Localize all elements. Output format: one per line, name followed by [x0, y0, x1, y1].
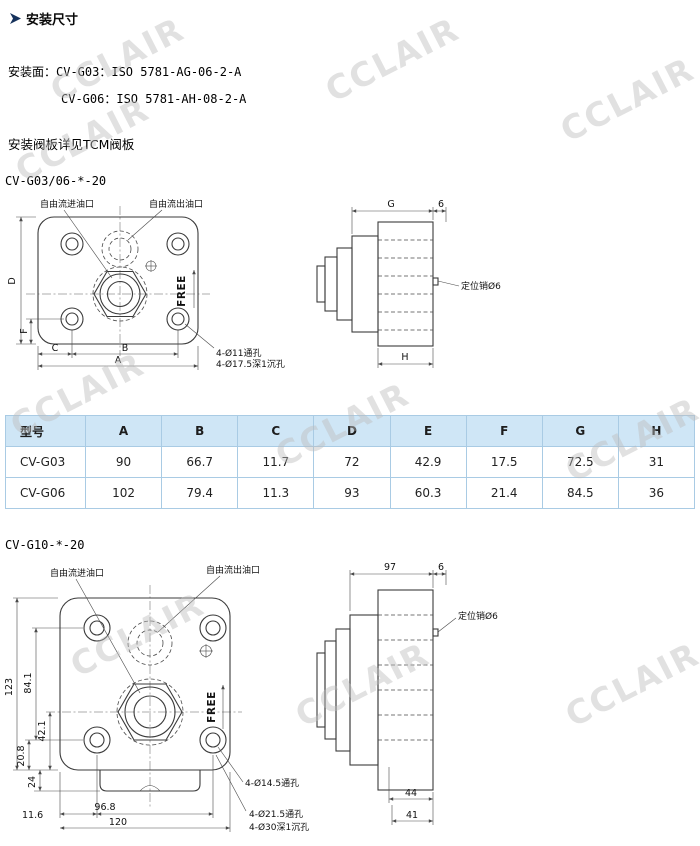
side-view: 定位销Ø6 G 6 H — [316, 199, 501, 368]
mount-surface-line-2: CV-G06：ISO 5781-AH-08-2-A — [61, 92, 247, 106]
hole-note-counterbore: 4-Ø30深1沉孔 — [249, 822, 309, 833]
center-hex-port — [92, 266, 148, 322]
front-view: FREE 123 84.1 42.1 20.8 24 — [4, 564, 309, 833]
table-cell: 72.5 — [541, 446, 619, 478]
table-row-cv-g03: CV-G03 90 66.7 11.7 72 42.9 17.5 72.5 31 — [5, 446, 696, 478]
valve-body-profile — [316, 614, 379, 766]
top-port — [101, 230, 139, 268]
col-header-e: E — [389, 415, 467, 447]
table-cell: 93 — [313, 477, 391, 509]
dim-edge-width: 11.6 — [22, 810, 43, 821]
table-cell: 66.7 — [161, 446, 239, 478]
mount-surface-line-1: 安装面：CV-G03：ISO 5781-AG-06-2-A — [8, 65, 242, 79]
locating-pin — [432, 277, 439, 286]
drawing-cv-g10: FREE 123 84.1 42.1 20.8 24 — [4, 562, 498, 833]
dim-bolt-height: 84.1 — [23, 672, 34, 693]
table-cell: 17.5 — [465, 446, 543, 478]
col-header-model: 型号 — [5, 415, 86, 447]
free-flow-label: FREE — [176, 275, 188, 307]
cell-model: CV-G03 — [5, 446, 86, 478]
dim-bottom-41: 41 — [406, 810, 418, 821]
valve-body-profile — [316, 235, 379, 333]
hole-note-small: 4-Ø14.5通孔 — [245, 778, 299, 789]
dim-plate-width: 97 — [384, 562, 396, 573]
free-flow-label: FREE — [206, 691, 218, 723]
table-header-row: 型号 A B C D E F G H — [5, 415, 696, 447]
dim-label-h: H — [401, 352, 408, 363]
locating-pin-label: 定位销Ø6 — [461, 280, 501, 292]
bolt-holes — [83, 614, 227, 754]
hole-note-counterbore: 4-Ø17.5深1沉孔 — [216, 359, 285, 370]
table-cell: 90 — [84, 446, 163, 478]
table-cell: 21.4 — [465, 477, 543, 509]
table-cell: 42.9 — [389, 446, 467, 478]
locating-pin-label: 定位销Ø6 — [458, 610, 498, 622]
dim-total-width: 120 — [109, 817, 127, 828]
table-cell: 31 — [617, 446, 696, 478]
table-cell: 11.7 — [237, 446, 315, 478]
dim-label-c: C — [52, 343, 59, 354]
col-header-d: D — [313, 415, 391, 447]
table-cell: 84.5 — [541, 477, 619, 509]
col-header-b: B — [161, 415, 239, 447]
dimensions-table: 型号 A B C D E F G H CV-G03 90 66.7 11.7 7… — [5, 415, 696, 509]
outlet-port-label: 自由流出油口 — [149, 198, 203, 210]
table-cell: 72 — [313, 446, 391, 478]
inlet-port-label: 自由流进油口 — [40, 198, 94, 210]
page-title-text: 安装尺寸 — [26, 13, 79, 28]
drawing-cv-g03-06: FREE D F C B A 4-Ø11通孔 4-Ø17.5深1沉孔 — [7, 198, 501, 370]
center-hex-port — [116, 678, 184, 746]
cell-model: CV-G06 — [5, 477, 86, 509]
orientation-mark — [199, 644, 213, 658]
col-header-a: A — [84, 415, 163, 447]
col-header-g: G — [541, 415, 619, 447]
front-view: FREE D F C B A 4-Ø11通孔 4-Ø17.5深1沉孔 — [7, 198, 285, 370]
col-header-h: H — [617, 415, 696, 447]
dim-label-6: 6 — [438, 199, 444, 210]
page-title: 安装尺寸 — [10, 9, 78, 28]
subplate-note: 安装阀板详见TCM阀板 — [8, 137, 135, 152]
dim-center-height: 42.1 — [37, 720, 48, 741]
inlet-port-label: 自由流进油口 — [50, 567, 104, 579]
bolt-holes — [60, 232, 190, 331]
bottom-tab — [99, 770, 201, 792]
dim-label-b: B — [122, 343, 129, 354]
dim-label-d: D — [7, 277, 18, 284]
outlet-port-label: 自由流出油口 — [206, 564, 260, 576]
locating-pin — [432, 628, 439, 637]
table-cell: 60.3 — [389, 477, 467, 509]
col-header-c: C — [237, 415, 315, 447]
dim-label-a: A — [115, 355, 122, 366]
model-label-cv-g10: CV-G10-*-20 — [5, 538, 85, 552]
watermark: CCLAIR — [554, 49, 700, 150]
dim-bolt-width: 96.8 — [94, 802, 115, 813]
hole-note-through: 4-Ø21.5通孔 — [249, 809, 303, 820]
dim-label-f: F — [19, 328, 30, 333]
dim-total-height: 123 — [4, 678, 15, 696]
dim-bottom-44: 44 — [405, 788, 417, 799]
dim-tab-height: 24 — [27, 776, 38, 788]
side-view: 定位销Ø6 97 6 44 41 — [316, 562, 498, 825]
hole-note-through: 4-Ø11通孔 — [216, 348, 262, 359]
table-cell: 36 — [617, 477, 696, 509]
table-cell: 79.4 — [161, 477, 239, 509]
watermark: CCLAIR — [319, 9, 466, 110]
table-cell: 102 — [84, 477, 163, 509]
dim-label-6: 6 — [438, 562, 444, 573]
dim-label-g: G — [387, 199, 394, 210]
dim-low-height: 20.8 — [16, 745, 27, 766]
col-header-f: F — [465, 415, 543, 447]
model-label-cv-g03-06: CV-G03/06-*-20 — [5, 174, 107, 188]
top-port — [127, 620, 173, 666]
orientation-mark — [145, 260, 157, 272]
table-cell: 11.3 — [237, 477, 315, 509]
flag-arrow-icon — [10, 13, 21, 24]
table-row-cv-g06: CV-G06 102 79.4 11.3 93 60.3 21.4 84.5 3… — [5, 477, 696, 509]
